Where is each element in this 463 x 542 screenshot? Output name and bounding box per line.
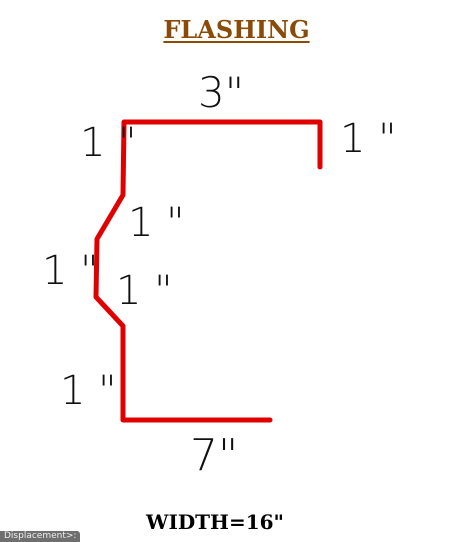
dimension-upper-slope: 1 " <box>128 200 185 246</box>
dimension-top-left-leg: 1 " <box>80 120 137 166</box>
status-tooltip: Displacement>: <box>0 531 81 542</box>
dimension-bottom: 7" <box>190 430 239 481</box>
dimension-lower-left-leg: 1 " <box>60 368 117 414</box>
dimension-top: 3" <box>198 68 245 117</box>
flashing-profile-line <box>93 119 323 423</box>
diagram-title: FLASHING <box>163 15 310 44</box>
total-width-label: WIDTH=16" <box>146 510 284 534</box>
dimension-lower-slope: 1 " <box>116 268 173 314</box>
dimension-outer-left: 1 " <box>42 248 99 294</box>
dimension-right-leg: 1 " <box>340 116 397 162</box>
